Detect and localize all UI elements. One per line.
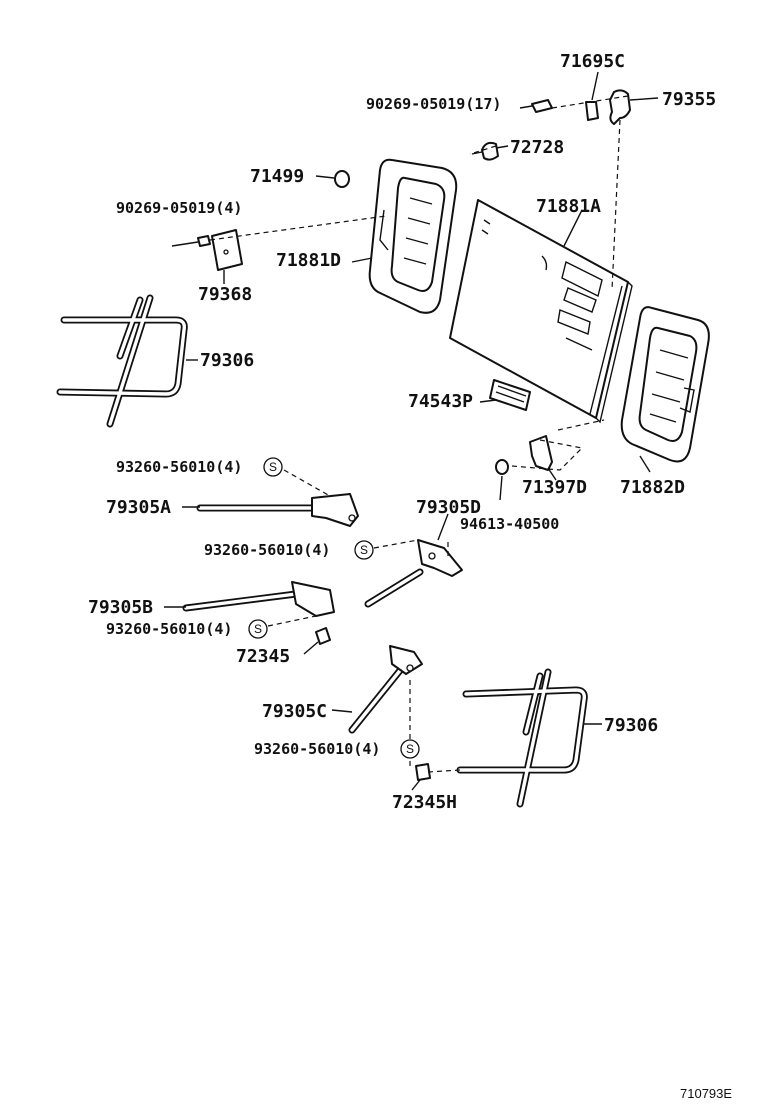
label-90269-17: 90269-05019(17)	[366, 95, 501, 113]
s-symbol-1	[263, 457, 283, 477]
leader-lines	[164, 71, 659, 791]
hardware-top	[171, 89, 631, 475]
s-symbol-4-text: S	[406, 742, 414, 756]
s-symbols: S S S S	[248, 457, 420, 759]
label-72728: 72728	[510, 137, 564, 158]
reference-lines	[209, 95, 629, 773]
seat-frame-rods	[182, 493, 463, 781]
label-93260-a: 93260-56010(4)	[116, 458, 242, 476]
label-93260-b: 93260-56010(4)	[204, 541, 330, 559]
headrest-frame-bottom	[456, 668, 588, 808]
s-symbol-3	[248, 619, 268, 639]
figure-reference: 710793E	[680, 1086, 732, 1101]
label-79305B: 79305B	[88, 597, 153, 618]
seatback-left-panel	[368, 158, 458, 314]
s-symbol-2-text: S	[360, 543, 368, 557]
label-93260-c: 93260-56010(4)	[106, 620, 232, 638]
label-79305D: 79305D	[416, 497, 481, 518]
label-94613-40500: 94613-40500	[460, 515, 559, 533]
label-71881D: 71881D	[276, 250, 341, 271]
s-symbol-1-text: S	[269, 460, 277, 474]
label-79306-bottom: 79306	[604, 715, 658, 736]
seatback-right-panel	[620, 306, 710, 463]
s-symbol-2	[354, 540, 374, 560]
s-symbol-4	[400, 739, 420, 759]
label-93260-d: 93260-56010(4)	[254, 740, 380, 758]
label-71695C: 71695C	[560, 51, 625, 72]
label-71882D: 71882D	[620, 477, 685, 498]
label-71499: 71499	[250, 166, 304, 187]
label-90269-4: 90269-05019(4)	[116, 199, 242, 217]
label-79355: 79355	[662, 89, 716, 110]
label-71881A: 71881A	[536, 196, 601, 217]
label-79305A: 79305A	[106, 497, 171, 518]
label-72345: 72345	[236, 646, 290, 667]
label-72345H: 72345H	[392, 792, 457, 813]
label-79305C: 79305C	[262, 701, 327, 722]
s-symbol-3-text: S	[254, 622, 262, 636]
label-79368: 79368	[198, 284, 252, 305]
part-labels: 71695C 90269-05019(17) 79355 72728 71499…	[88, 51, 732, 1101]
headrest-frame-top	[56, 294, 188, 428]
label-79306-top: 79306	[200, 350, 254, 371]
seat-center-panel	[449, 199, 633, 424]
label-71397D: 71397D	[522, 477, 587, 498]
label-74543P: 74543P	[408, 391, 473, 412]
